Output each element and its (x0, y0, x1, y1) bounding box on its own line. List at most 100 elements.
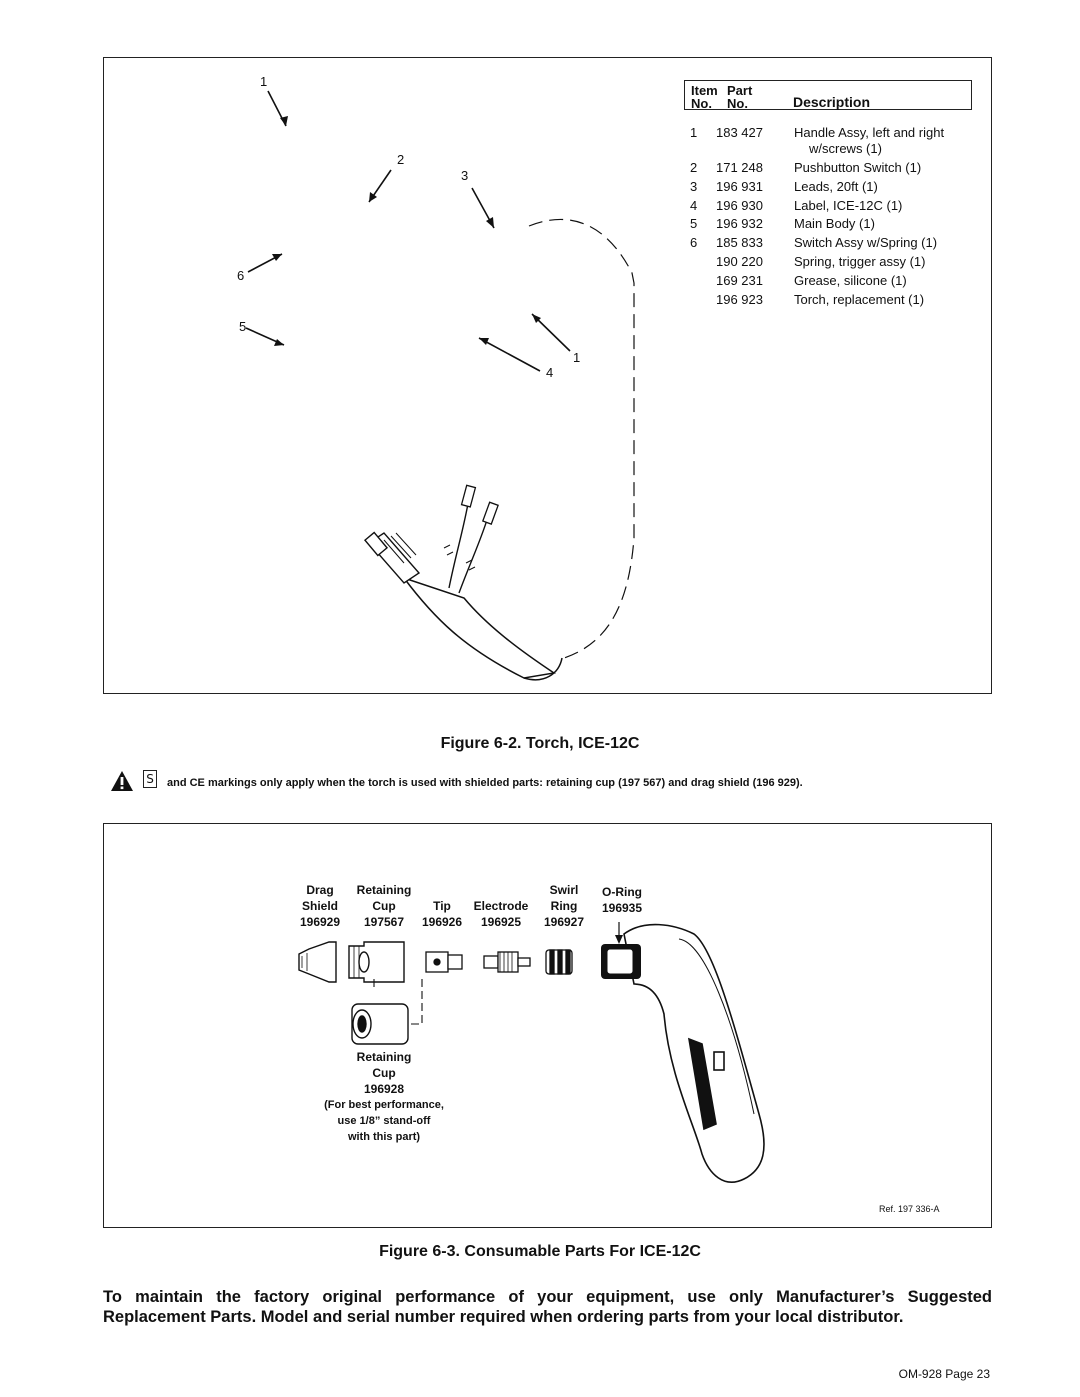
parts-row: 2 171 248 Pushbutton Switch (1) (684, 160, 984, 178)
label-tip: Tip 196926 (417, 898, 467, 930)
item-no: 3 (690, 179, 698, 194)
header-item-line1: Item (691, 83, 718, 98)
label-retaining-cup: Retaining Cup 197567 (349, 882, 419, 930)
swirl-ring-drawing (545, 949, 573, 975)
part-description: Main Body (1) (794, 216, 875, 231)
part-no: 196 931 (716, 179, 763, 194)
item-no: 6 (690, 235, 698, 250)
parts-row: 5 196 932 Main Body (1) (684, 216, 984, 234)
label-line: Ring (550, 899, 578, 913)
callout-6: 6 (237, 268, 245, 283)
arrowhead-3 (486, 217, 494, 228)
figure-6-3-caption: Figure 6-3. Consumable Parts For ICE-12C (379, 1243, 701, 1260)
replacement-parts-notice: To maintain the factory original perform… (103, 1288, 992, 1326)
leader-line-4 (478, 337, 541, 372)
label-line: Electrode (473, 899, 529, 913)
part-no: 196 932 (716, 216, 763, 231)
s-mark-icon: S (143, 770, 157, 788)
header-item-line2: No. (691, 96, 712, 111)
arrowhead-2 (369, 192, 377, 202)
label-part-no: 196928 (363, 1082, 405, 1096)
label-line: O-Ring (602, 885, 642, 899)
parts-row: 196 923 Torch, replacement (1) (684, 292, 984, 310)
label-part-no: 196927 (543, 915, 585, 929)
warning-icon (111, 771, 133, 791)
label-line: Tip (433, 899, 451, 913)
label-note: (For best performance, (324, 1099, 444, 1111)
parts-row: 1 183 427 Handle Assy, left and right (684, 125, 984, 143)
parts-list-header: Item No. Part No. Description (684, 80, 972, 110)
part-description: Pushbutton Switch (1) (794, 160, 922, 175)
callout-3: 3 (461, 168, 469, 183)
alt-retaining-cup-drawing (351, 1003, 409, 1045)
part-description: Label, ICE-12C (1) (794, 198, 903, 213)
part-description: Grease, silicone (1) (794, 273, 907, 288)
arrowhead-4 (479, 338, 489, 345)
callout-5: 5 (239, 319, 247, 334)
label-line: Cup (372, 1066, 396, 1080)
parts-row: 169 231 Grease, silicone (1) (684, 273, 984, 291)
figure-6-2-caption: Figure 6-2. Torch, ICE-12C (440, 735, 640, 752)
item-no: 1 (690, 125, 698, 140)
label-part-no: 196926 (421, 915, 463, 929)
consumables-figure: Drag Shield 196929 Retaining Cup 197567 … (103, 823, 992, 1228)
lead-continuation-dashed (528, 218, 635, 659)
item-no: 2 (690, 160, 698, 175)
part-description: Leads, 20ft (1) (794, 179, 878, 194)
torch-leads-drawing (363, 484, 563, 681)
part-description: Switch Assy w/Spring (1) (794, 235, 938, 250)
reference-number: Ref. 197 336-A (879, 1204, 940, 1214)
drag-shield-drawing (298, 941, 337, 983)
page-number: OM-928 Page 23 (898, 1367, 990, 1381)
label-part-no: 196935 (601, 901, 643, 915)
parts-row: 190 220 Spring, trigger assy (1) (684, 254, 984, 272)
part-description: Spring, trigger assy (1) (794, 254, 926, 269)
torch-handle-drawing (623, 923, 765, 1183)
label-line: Cup (372, 899, 396, 913)
part-no: 196 923 (716, 292, 763, 307)
label-electrode: Electrode 196925 (469, 898, 533, 930)
parts-row: 4 196 930 Label, ICE-12C (1) (684, 198, 984, 216)
arrowhead-1b (532, 314, 541, 323)
arrowhead-1 (280, 116, 288, 126)
alternate-part-dashed (373, 979, 423, 1025)
header-part-line1: Part (727, 83, 753, 98)
label-line: Drag (306, 883, 334, 897)
label-note: use 1/8” stand-off (337, 1115, 431, 1127)
part-no: 196 930 (716, 198, 763, 213)
header-part-line2: No. (727, 96, 748, 111)
part-no: 185 833 (716, 235, 763, 250)
part-no: 190 220 (716, 254, 763, 269)
label-alt-retaining-cup: Retaining Cup 196928 (For best performan… (284, 1049, 484, 1145)
callout-1: 1 (260, 74, 268, 89)
label-line: Retaining (356, 883, 412, 897)
consumables-drawing (298, 922, 765, 1183)
arrowhead-5 (274, 339, 284, 346)
callout-1b: 1 (573, 350, 581, 365)
part-description: Handle Assy, left and right (794, 125, 945, 140)
label-part-no: 196925 (480, 915, 522, 929)
label-swirl-ring: Swirl Ring 196927 (534, 882, 594, 930)
parts-row: 6 185 833 Switch Assy w/Spring (1) (684, 235, 984, 253)
part-no: 171 248 (716, 160, 763, 175)
o-ring-drawing (601, 922, 641, 979)
part-description-cont: w/screws (1) (809, 141, 882, 156)
label-note: with this part) (347, 1131, 421, 1143)
callout-2: 2 (397, 152, 405, 167)
part-description: Torch, replacement (1) (794, 292, 925, 307)
label-part-no: 197567 (363, 915, 405, 929)
safety-note-text: and CE markings only apply when the torc… (167, 777, 803, 789)
torch-figure: 1 2 3 6 5 1 4 Item No. Part No. Descript… (103, 57, 992, 694)
callout-4: 4 (546, 365, 554, 380)
safety-note: S and CE markings only apply when the to… (110, 770, 990, 792)
torch-exploded-drawing (245, 90, 635, 681)
label-line: Swirl (549, 883, 579, 897)
retaining-cup-drawing (348, 941, 405, 983)
parts-row: 3 196 931 Leads, 20ft (1) (684, 179, 984, 197)
part-no: 169 231 (716, 273, 763, 288)
parts-row-continuation: w/screws (1) (684, 141, 984, 159)
tip-drawing (425, 951, 463, 973)
label-part-no: 196929 (299, 915, 341, 929)
label-line: Shield (301, 899, 338, 913)
label-line: Retaining (356, 1050, 412, 1064)
